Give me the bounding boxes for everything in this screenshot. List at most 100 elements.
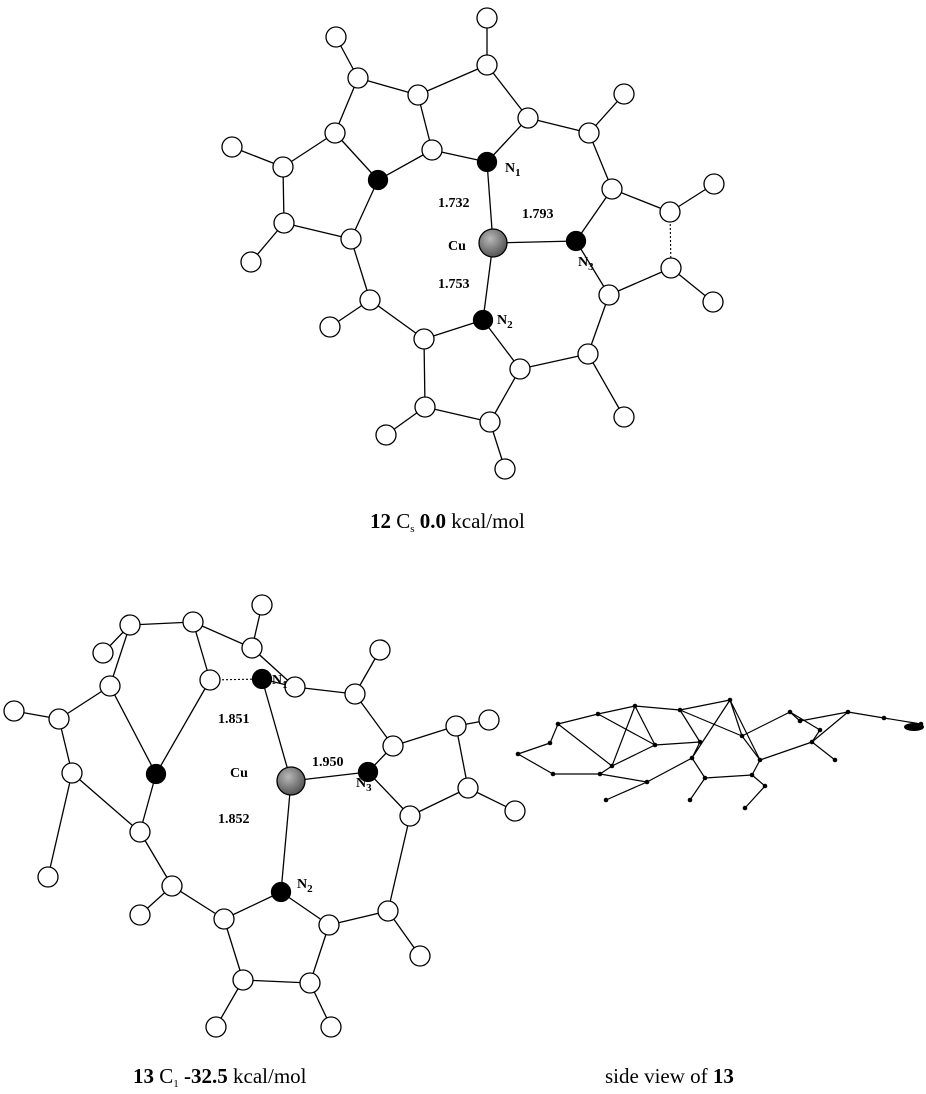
mol13-carbon-atom <box>457 777 479 799</box>
side-view-atom <box>547 740 553 746</box>
mol13-nitrogen-atom <box>357 761 379 783</box>
side-view-atom <box>555 721 561 727</box>
mol12-nitrogen-atom <box>565 230 587 252</box>
mol12-bond <box>486 64 529 119</box>
mol13-carbon-atom <box>241 637 263 659</box>
side-view-atom <box>817 727 823 733</box>
molecule-12-labels: N1 N3 N2 Cu 1.732 1.793 1.753 <box>438 161 594 331</box>
side-view-bond <box>883 717 922 725</box>
mol13-bond <box>280 780 292 893</box>
mol12-nitrogen-atom <box>472 309 494 331</box>
side-view-bond <box>679 699 731 711</box>
side-view-bond <box>557 723 613 767</box>
side-view-bond <box>597 705 636 715</box>
distance-cu-n3-13: 1.950 <box>312 755 344 770</box>
mol12-carbon-atom <box>578 122 600 144</box>
mol13-bond <box>261 678 292 782</box>
n3-label-12: N3 <box>578 255 594 273</box>
side-view-bond <box>679 709 743 737</box>
side-view-bond <box>811 711 849 743</box>
side-view-atom <box>742 805 748 811</box>
side-view-bond <box>751 774 766 787</box>
mol13-carbon-atom <box>377 900 399 922</box>
side-view-bond <box>704 774 753 779</box>
mol12-bond <box>350 179 379 240</box>
mol13-carbon-atom <box>344 683 366 705</box>
side-view-bond <box>691 699 731 759</box>
mol12-carbon-atom <box>598 284 620 306</box>
mol13-carbon-atom <box>199 669 221 691</box>
mol12-carbon-atom <box>324 122 346 144</box>
n2-label-12: N2 <box>497 313 513 331</box>
side-view-bond <box>611 705 636 767</box>
mol12-bond <box>424 406 491 423</box>
mol13-carbon-atom <box>92 642 114 664</box>
distance-cu-n2-12: 1.753 <box>438 277 470 292</box>
side-view-bond <box>599 765 613 775</box>
side-view-bond <box>741 711 791 737</box>
n1-label-13: N1 <box>272 673 288 691</box>
mol13-carbon-atom <box>99 675 121 697</box>
caption-12: 12 Cs 0.0 kcal/mol <box>370 509 525 535</box>
side-view-atom <box>597 771 603 777</box>
distance-cu-n1-13: 1.851 <box>218 712 250 727</box>
side-view-atom <box>689 755 695 761</box>
mol13-carbon-atom <box>161 875 183 897</box>
side-view-dense-atoms <box>904 723 924 731</box>
mol13-bond <box>242 979 311 984</box>
side-view-atom <box>845 709 851 715</box>
side-view-bond <box>729 699 761 761</box>
mol12-carbon-atom <box>340 228 362 250</box>
side-view-atom <box>762 783 768 789</box>
side-view-bond <box>517 742 551 755</box>
mol13-bond <box>109 685 157 775</box>
side-view-bond <box>751 759 761 776</box>
mol13-bond <box>71 772 141 833</box>
side-view-bond <box>646 757 693 783</box>
side-view-atom <box>727 697 733 703</box>
mol12-carbon-atom <box>601 178 623 200</box>
side-view-bond <box>759 741 813 761</box>
mol12-carbon-atom <box>702 291 724 313</box>
side-view-atom <box>515 751 521 757</box>
caption-side-view: side view of 13 <box>605 1064 734 1088</box>
n2-label-13: N2 <box>297 877 313 895</box>
side-view-atom <box>787 709 793 715</box>
mol12-carbon-atom <box>659 201 681 223</box>
mol13-carbon-atom <box>382 735 404 757</box>
molecule-12 <box>221 7 725 480</box>
side-view-atom <box>632 703 638 709</box>
n3-label-13: N3 <box>356 776 372 794</box>
mol13-carbon-atom <box>129 904 151 926</box>
side-view-atom <box>697 739 703 745</box>
mol12-nitrogen-atom <box>476 151 498 173</box>
mol12-carbon-atom <box>509 358 531 380</box>
side-view-bond <box>634 705 681 711</box>
mol13-bond <box>409 787 469 817</box>
mol13-bond <box>392 725 457 747</box>
side-view-bond <box>557 713 599 725</box>
mol13-bond <box>354 693 394 747</box>
mol13-carbon-atom <box>129 821 151 843</box>
mol13-bond <box>155 679 211 775</box>
side-view-atom <box>702 775 708 781</box>
mol13-nitrogen-atom <box>270 881 292 903</box>
mol12-carbon-atom <box>613 406 635 428</box>
side-view-atom <box>609 763 615 769</box>
side-view-atom <box>595 711 601 717</box>
side-view-bond <box>634 705 656 746</box>
mol12-carbon-atom <box>494 458 516 480</box>
mol12-carbon-atom <box>221 136 243 158</box>
mol13-carbon-atom <box>409 945 431 967</box>
side-view-bond <box>744 785 766 809</box>
mol13-carbon-atom <box>182 611 204 633</box>
mol12-carbon-atom <box>240 251 262 273</box>
distance-cu-n2-13: 1.852 <box>218 812 250 827</box>
mol12-bond <box>369 299 425 340</box>
mol12-carbon-atom <box>577 343 599 365</box>
mol13-nitrogen-atom <box>251 668 273 690</box>
mol13-carbon-atom <box>478 709 500 731</box>
distance-cu-n1-12: 1.732 <box>438 196 470 211</box>
mol12-carbon-atom <box>319 316 341 338</box>
